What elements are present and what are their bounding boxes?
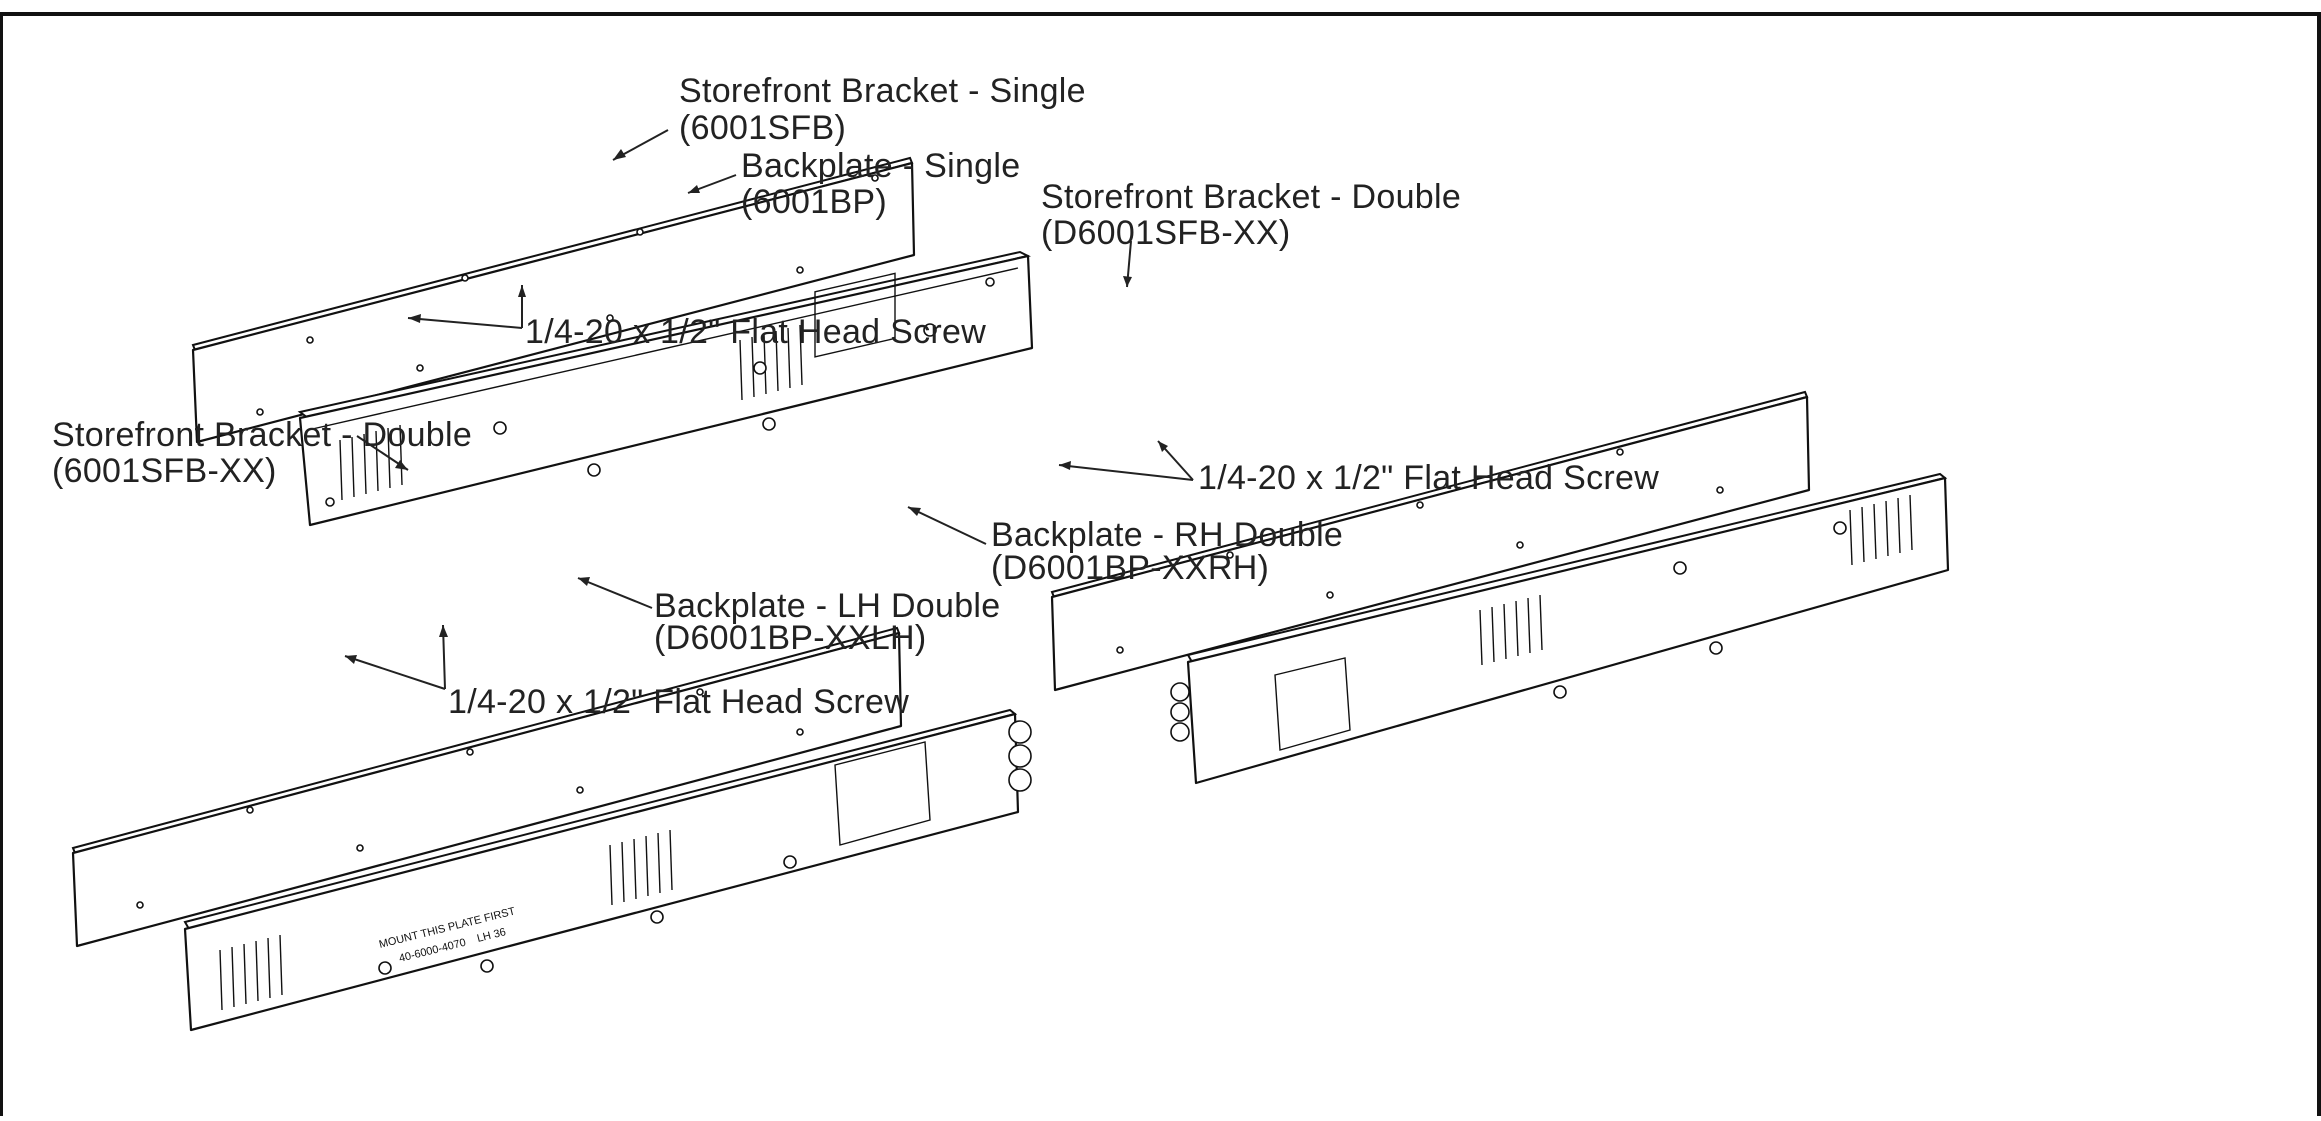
label-screw-single: 1/4-20 x 1/2" Flat Head Screw	[525, 313, 986, 351]
label-backplate-rh-double-code: (D6001BP-XXRH)	[991, 549, 1269, 587]
label-backplate-single: Backplate - Single	[741, 147, 1020, 185]
label-storefront-bracket-double-left: Storefront Bracket - Double	[52, 416, 472, 454]
screws-right	[1553, 641, 1723, 699]
label-storefront-bracket-double-right: Storefront Bracket - Double	[1041, 178, 1461, 216]
leader-lines	[344, 129, 1194, 690]
label-screw-left: 1/4-20 x 1/2" Flat Head Screw	[448, 683, 909, 721]
label-backplate-lh-double-code: (D6001BP-XXLH)	[654, 619, 927, 657]
storefront-bracket-double-left	[71, 626, 903, 948]
backplate-lh-double: MOUNT THIS PLATE FIRST 40-6000-4070 LH 3…	[183, 708, 1032, 1032]
label-storefront-bracket-single: Storefront Bracket - Single	[679, 72, 1086, 110]
label-backplate-lh-double: Backplate - LH Double	[654, 587, 1000, 625]
label-backplate-single-code: (6001BP)	[741, 183, 887, 221]
backplate-single	[297, 250, 1034, 527]
label-screw-right: 1/4-20 x 1/2" Flat Head Screw	[1198, 459, 1659, 497]
label-storefront-bracket-double-left-code: (6001SFB-XX)	[52, 452, 277, 490]
backplate-rh-double	[1170, 472, 1950, 785]
screws-single	[587, 417, 776, 477]
label-storefront-bracket-single-code: (6001SFB)	[679, 109, 846, 147]
storefront-bracket-single	[191, 156, 916, 444]
label-storefront-bracket-double-right-code: (D6001SFB-XX)	[1041, 214, 1291, 252]
label-backplate-rh-double: Backplate - RH Double	[991, 516, 1343, 554]
screws-left	[480, 910, 664, 973]
storefront-bracket-double-right	[1050, 390, 1811, 692]
